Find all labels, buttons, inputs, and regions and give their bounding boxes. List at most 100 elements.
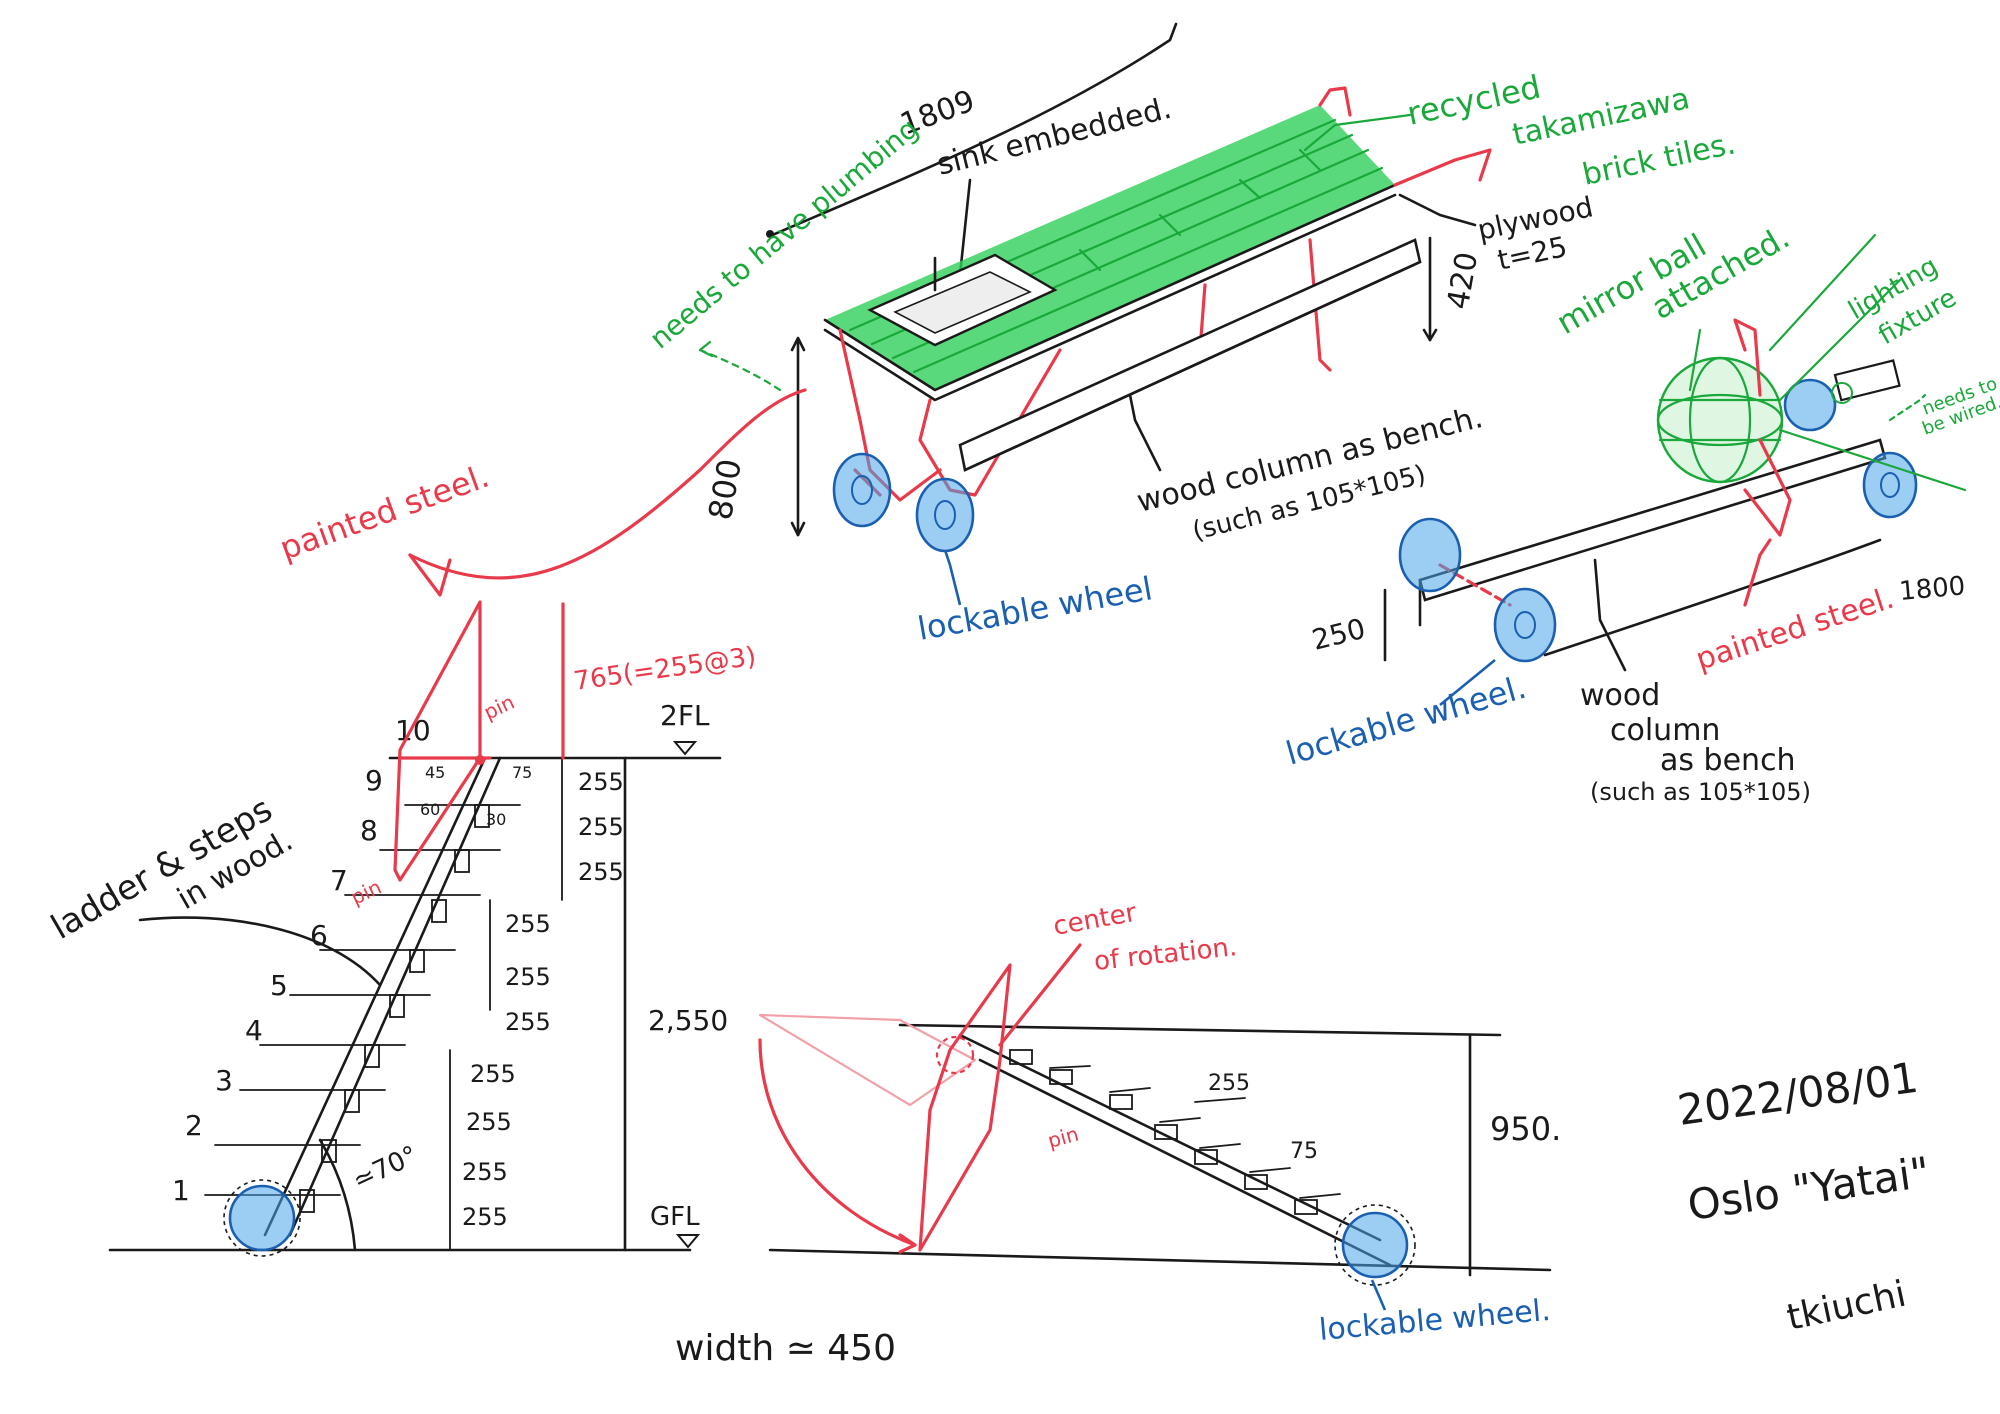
mirror-ball-cart-drawing: mirror ball attached. lighting fixture n…: [1282, 218, 2000, 806]
tiles-label-line3: brick tiles.: [1579, 126, 1738, 192]
wheel-leader: [1370, 1279, 1387, 1311]
step-number: 4: [245, 1014, 263, 1047]
ground-floor-label: GFL: [650, 1202, 700, 1232]
project-label: Oslo "Yatai": [1685, 1147, 1933, 1229]
step-dimension-label: 255: [578, 858, 624, 886]
lockable-wheel-icon: [832, 452, 892, 528]
top-level-line: [898, 1023, 1502, 1037]
length-1800-dimension: [1543, 538, 1882, 657]
lighting-fixture-icon: [1833, 359, 1901, 402]
light-lens: [1831, 382, 1853, 404]
rotated-ladder-drawing: 950. 255 75 center: [758, 898, 1561, 1348]
rotated-stringer: [958, 1033, 1382, 1242]
step-dimension-label: 255: [505, 963, 551, 991]
height-250-label: 250: [1309, 612, 1369, 657]
step-number: 1: [172, 1174, 190, 1207]
level-marker-icon: [675, 1234, 701, 1249]
step-dimension-label: 255: [462, 1158, 508, 1186]
arrow-icon: [898, 1233, 917, 1254]
author-signature: tkiuchi: [1783, 1274, 1909, 1339]
step-number: 10: [395, 714, 431, 747]
lockable-wheel-icon: [1398, 517, 1462, 593]
steel-support-top: [1733, 318, 1762, 397]
length-dimension-line: [768, 22, 1178, 238]
plumbing-dashed-arrow: [698, 348, 782, 392]
ladder-leader: [138, 916, 382, 987]
steel-handle-back: [1318, 86, 1352, 117]
bench-leader: [1128, 393, 1162, 472]
arrow-icon: [790, 521, 806, 537]
rotation-center-label-line1: center: [1051, 898, 1139, 942]
step-dimension-label: 255: [578, 768, 624, 796]
arrow-icon: [408, 553, 452, 597]
tiles-leader: [1303, 113, 1412, 152]
pin-icon: [475, 755, 485, 765]
step-number: 8: [360, 814, 378, 847]
mirror-ball: [1656, 356, 1784, 484]
light-ray: [1778, 278, 1902, 402]
step-dimension-label: 255: [578, 813, 624, 841]
wheel-rotation-circle: [1334, 1204, 1416, 1286]
beam-edge: [963, 260, 1422, 472]
lockable-wheel-icon: [228, 1184, 296, 1252]
wood-bench-beam: [1418, 438, 1887, 602]
pin-label: pin: [480, 690, 518, 725]
date-label: 2022/08/01: [1675, 1053, 1922, 1135]
angle-arc: [318, 1138, 357, 1252]
ladder-elevation-drawing: 2FL GFL 2,550: [45, 600, 896, 1369]
wheel-hub: [934, 500, 956, 530]
step-dimension-label: 255: [462, 1203, 508, 1231]
arrow-icon: [1422, 328, 1438, 342]
steel-leg-back: [1308, 238, 1332, 372]
sink-inner: [893, 271, 1032, 334]
step-dimension-label: 255: [505, 1008, 551, 1036]
sink-leader: [958, 178, 972, 277]
wheel-hub: [1880, 472, 1900, 498]
wiring-dashed-arrow: [1888, 393, 1927, 422]
step-dimension-arrow: [1194, 1097, 1246, 1103]
length-1800-label: 1800: [1898, 571, 1967, 607]
step-number: 3: [215, 1064, 233, 1097]
plywood-edge: [823, 183, 1397, 392]
height-800-label: 800: [701, 456, 749, 523]
rotated-steps: [1009, 1049, 1341, 1215]
angle-label: ≃70°: [348, 1140, 422, 1196]
wheel-label: lockable wheel.: [1282, 668, 1530, 773]
rotated-handrail-ghost: [758, 1013, 977, 1107]
step-dimension-label: 255: [470, 1060, 516, 1088]
wheel-hub: [1514, 611, 1536, 639]
upper-floor-label: 2FL: [660, 699, 710, 732]
step-dimension-label: 255: [466, 1108, 512, 1136]
height-950-label: 950.: [1490, 1110, 1561, 1148]
detail-dimension: 75: [512, 763, 532, 782]
steel-leader-curve: [408, 388, 807, 580]
step-number: 7: [330, 864, 348, 897]
detail-dimension: 60: [420, 800, 440, 819]
pin-label: pin: [1045, 1122, 1081, 1153]
plywood-edge-lower: [823, 193, 1397, 402]
step-number: 5: [270, 969, 288, 1002]
bench-leader: [1593, 558, 1627, 672]
lockable-wheel-icon: [1493, 587, 1557, 663]
steel-handle-right: [1393, 148, 1492, 187]
wheel-label: lockable wheel: [915, 569, 1155, 648]
mirror-leader: [1688, 328, 1702, 392]
step-number: 9: [365, 764, 383, 797]
bench-label-line3: as bench: [1660, 743, 1796, 778]
steel-leader: [1743, 538, 1772, 607]
wheel-leader: [943, 549, 962, 606]
step-dimension-label: 255: [505, 910, 551, 938]
step-number: 2: [185, 1109, 203, 1142]
detail-dimension: 30: [486, 810, 506, 829]
light-housing: [1783, 378, 1837, 432]
light-ray: [1768, 233, 1877, 352]
lockable-wheel-icon: [915, 477, 975, 553]
signature-block: 2022/08/01 Oslo "Yatai" tkiuchi: [1675, 1053, 1933, 1339]
steel-support-bottom: [1743, 438, 1792, 537]
painted-steel-label: painted steel.: [275, 457, 494, 568]
ladder-stringer: [288, 756, 502, 1237]
pin-label: pin: [347, 875, 385, 910]
ground-line: [768, 1248, 1552, 1272]
steel-handrail: [918, 963, 1012, 1252]
